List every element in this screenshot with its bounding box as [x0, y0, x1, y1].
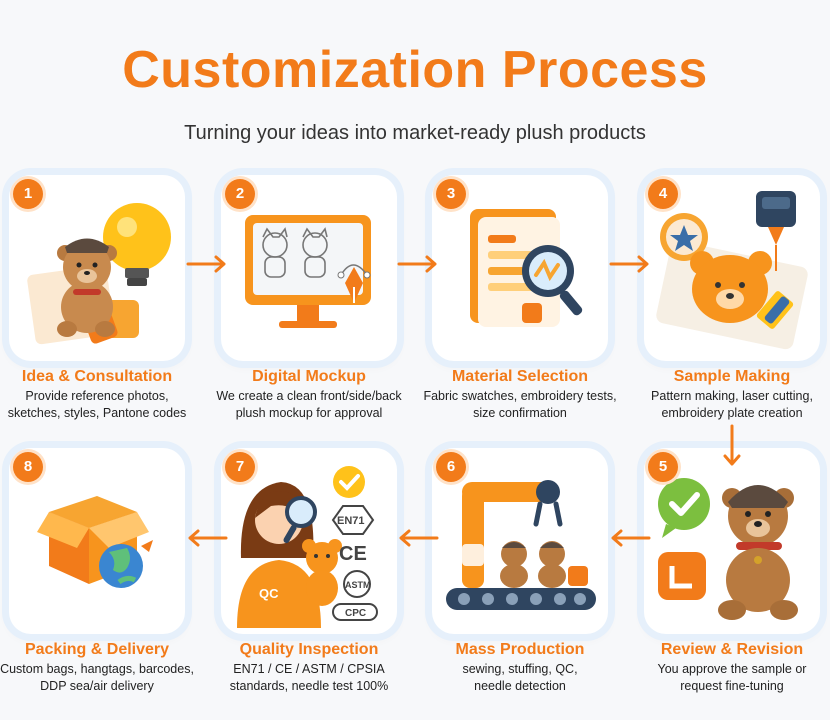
arrow-left-icon: [188, 529, 228, 547]
cpc-mark: CPC: [345, 608, 366, 619]
pen-tool-icon: [337, 264, 371, 303]
embroidery-hoop-icon: [660, 213, 708, 261]
inspector-icon: QC: [237, 482, 321, 628]
bear-icon: [302, 539, 342, 606]
step-title-1: Idea & Consultation: [21, 368, 173, 385]
approval-square-icon: [658, 552, 706, 600]
packing-delivery-illustration: [37, 496, 153, 588]
step-desc-3a: Fabric swatches, embroidery tests,: [423, 389, 617, 403]
step-badge-4: 4: [648, 179, 678, 209]
monitor-mockup-illustration: [245, 215, 371, 328]
quality-inspection-illustration: QC EN71 CE ASTM CPC: [237, 466, 378, 628]
page-title: Customization Process: [122, 41, 708, 99]
review-revision-illustration: [658, 478, 798, 620]
checkmark-bubble-icon: [658, 478, 710, 538]
arrow-right-icon: [397, 255, 437, 273]
arrow-right-icon: [609, 255, 649, 273]
step-badge-5: 5: [648, 452, 678, 482]
step-desc-8b: DDP sea/air delivery: [40, 679, 154, 693]
magnifier-icon: [522, 245, 583, 316]
step-card-6: 6: [432, 448, 608, 634]
step-card-2: 2: [221, 175, 397, 361]
step-card-7: QC EN71 CE ASTM CPC 7: [221, 448, 397, 634]
step-card-3: 3: [432, 175, 608, 361]
checkmark-icon: [333, 466, 365, 498]
sample-making-illustration: [656, 191, 808, 350]
laser-cutter-icon: [756, 191, 796, 271]
step-title-2: Digital Mockup: [252, 368, 366, 385]
step-badge-6: 6: [436, 452, 466, 482]
step-desc-4b: embroidery plate creation: [661, 406, 803, 420]
step-card-8: 8: [9, 448, 185, 634]
step-card-1: 1: [9, 175, 185, 361]
document-icon: [470, 209, 560, 327]
step-card-4: 4: [644, 175, 820, 361]
bear-icon: [500, 541, 566, 588]
mass-production-illustration: [446, 480, 596, 610]
step-desc-1b: sketches, styles, Pantone codes: [7, 406, 187, 420]
step-badge-2: 2: [225, 179, 255, 209]
step-desc-4a: Pattern making, laser cutting,: [651, 389, 813, 403]
bear-icon: [57, 238, 117, 337]
robot-arm-icon: [462, 480, 563, 588]
step-desc-6a: sewing, stuffing, QC,: [462, 662, 578, 676]
step-badge-7: 7: [225, 452, 255, 482]
astm-mark: ASTM: [345, 580, 371, 590]
arrow-down-icon: [723, 424, 741, 466]
step-desc-2b: plush mockup for approval: [235, 406, 383, 420]
lightbulb-icon: [103, 203, 171, 286]
step-title-8: Packing & Delivery: [24, 641, 170, 658]
step-title-3: Material Selection: [451, 368, 589, 385]
page-subtitle: Turning your ideas into market-ready plu…: [184, 122, 646, 144]
arrow-left-icon: [611, 529, 651, 547]
material-selection-illustration: [470, 209, 583, 327]
step-desc-5a: You approve the sample or: [657, 662, 807, 676]
step-desc-5b: request fine-tuning: [680, 679, 784, 693]
step-badge-8: 8: [13, 452, 43, 482]
step-badge-3: 3: [436, 179, 466, 209]
step-desc-6b: needle detection: [474, 679, 566, 693]
globe-icon: [99, 544, 143, 588]
step-title-4: Sample Making: [673, 368, 791, 385]
ce-mark: CE: [339, 543, 367, 565]
step-card-5: 5: [644, 448, 820, 634]
step-title-7: Quality Inspection: [239, 641, 379, 658]
bear-lightbulb-illustration: [27, 203, 171, 345]
en71-mark: EN71: [337, 515, 365, 527]
step-desc-2a: We create a clean front/side/back: [216, 389, 402, 403]
bear-icon: [718, 485, 798, 620]
step-desc-3b: size confirmation: [473, 406, 567, 420]
step-desc-7b: standards, needle test 100%: [229, 679, 389, 693]
step-badge-1: 1: [13, 179, 43, 209]
step-desc-7a: EN71 / CE / ASTM / CPSIA: [233, 662, 385, 676]
bear-pattern-icon: [690, 251, 772, 323]
step-title-6: Mass Production: [455, 641, 585, 658]
step-desc-8a: Custom bags, hangtags, barcodes,: [0, 662, 194, 676]
conveyor-icon: [446, 566, 596, 610]
arrow-left-icon: [399, 529, 439, 547]
qc-shirt-label: QC: [259, 586, 279, 601]
step-desc-1a: Provide reference photos,: [25, 389, 169, 403]
step-title-5: Review & Revision: [660, 641, 804, 658]
arrow-right-icon: [186, 255, 226, 273]
monitor-icon: [245, 215, 371, 328]
